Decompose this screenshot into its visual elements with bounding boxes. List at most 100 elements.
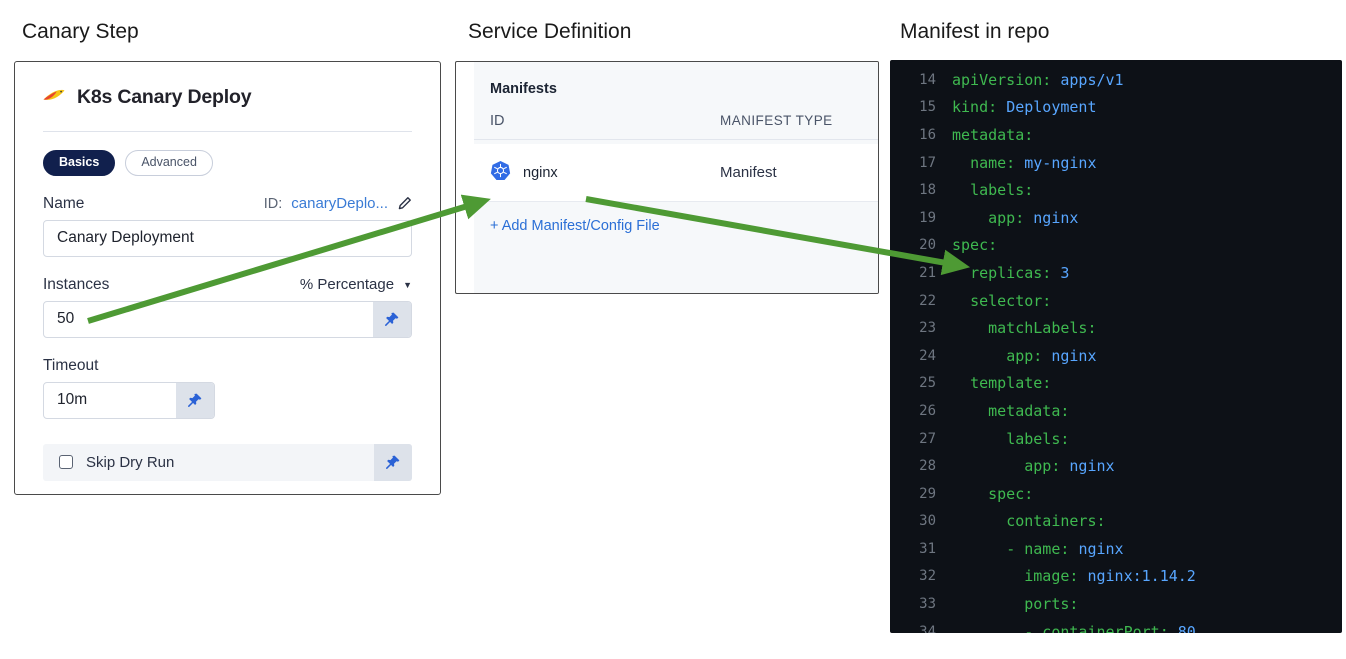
canary-step-body: Basics Advanced Name ID: canaryDeplo...	[15, 132, 440, 481]
manifest-id-cell: nginx	[490, 160, 720, 186]
instances-label-row: Instances % Percentage ▼	[43, 276, 412, 294]
caption-service-definition: Service Definition	[468, 20, 632, 43]
canary-step-card: K8s Canary Deploy Basics Advanced Name I…	[14, 61, 441, 495]
line-number: 15	[919, 99, 936, 116]
code-line: 23 matchLabels:	[890, 314, 1342, 342]
code-text: metadata:	[988, 401, 1070, 420]
code-line: 14 apiVersion: apps/v1	[890, 66, 1342, 94]
code-text: name: my-nginx	[970, 153, 1097, 172]
code-line: 30 containers:	[890, 508, 1342, 536]
pin-icon-skip-dry-run[interactable]	[374, 443, 412, 481]
skip-dry-run-label: Skip Dry Run	[86, 453, 175, 471]
code-line: 19 app: nginx	[890, 204, 1342, 232]
code-text: app: nginx	[1024, 457, 1115, 476]
manifests-table-header: ID MANIFEST TYPE	[474, 97, 878, 140]
id-prefix-label: ID:	[263, 195, 283, 212]
canary-step-title: K8s Canary Deploy	[77, 86, 252, 108]
code-text: - containerPort: 80	[1024, 622, 1196, 633]
code-text: ports:	[1024, 595, 1079, 614]
step-id-value[interactable]: canaryDeplo...	[291, 195, 388, 212]
instances-input[interactable]: 50	[43, 300, 412, 338]
manifests-panel: Manifests ID MANIFEST TYPE	[474, 62, 878, 293]
timeout-input-value: 10m	[57, 391, 88, 408]
name-input[interactable]: Canary Deployment	[43, 219, 412, 257]
line-number: 23	[919, 320, 936, 337]
code-line: 26 metadata:	[890, 397, 1342, 425]
kubernetes-icon	[490, 160, 511, 186]
column-header-id: ID	[490, 113, 505, 129]
step-id-group: ID: canaryDeplo...	[264, 195, 412, 212]
caption-canary-step: Canary Step	[22, 20, 139, 43]
line-number: 14	[919, 71, 936, 88]
pin-icon-timeout[interactable]	[176, 382, 214, 418]
table-row[interactable]: nginx Manifest	[474, 144, 878, 202]
code-line: 20 spec:	[890, 232, 1342, 260]
service-definition-card: Manifests ID MANIFEST TYPE	[455, 61, 879, 294]
code-text: kind: Deployment	[952, 98, 1097, 117]
code-text: app: nginx	[1006, 346, 1097, 365]
timeout-label: Timeout	[43, 356, 99, 374]
pencil-icon[interactable]	[397, 196, 412, 211]
code-text: spec:	[952, 236, 998, 255]
line-number: 16	[919, 126, 936, 143]
code-line: 28 app: nginx	[890, 452, 1342, 480]
canary-bird-icon	[42, 87, 66, 109]
tab-group: Basics Advanced	[43, 150, 412, 176]
code-line: 21 replicas: 3	[890, 259, 1342, 287]
skip-dry-run-checkbox[interactable]	[59, 455, 73, 469]
line-number: 21	[919, 264, 936, 281]
code-text: labels:	[970, 181, 1034, 200]
code-text: selector:	[970, 291, 1052, 310]
name-label: Name	[43, 194, 85, 212]
code-text: metadata:	[952, 125, 1034, 144]
code-text: spec:	[988, 484, 1034, 503]
pin-icon-instances[interactable]	[373, 301, 411, 337]
code-line: 27 labels:	[890, 425, 1342, 453]
code-text: replicas: 3	[970, 263, 1070, 282]
caption-manifest-in-repo: Manifest in repo	[900, 20, 1050, 43]
chevron-down-icon: ▼	[403, 279, 412, 290]
code-text: labels:	[1006, 429, 1070, 448]
instance-unit-value: % Percentage	[299, 276, 395, 293]
manifest-type-value: Manifest	[720, 164, 777, 181]
name-input-value: Canary Deployment	[57, 229, 194, 246]
add-manifest-link[interactable]: + Add Manifest/Config File	[490, 218, 660, 234]
line-number: 20	[919, 237, 936, 254]
line-number: 19	[919, 209, 936, 226]
code-line: 15 kind: Deployment	[890, 94, 1342, 122]
line-number: 32	[919, 568, 936, 585]
line-number: 22	[919, 292, 936, 309]
manifest-id-value: nginx	[523, 164, 558, 181]
tab-basics[interactable]: Basics	[43, 150, 116, 176]
header-divider	[43, 131, 412, 132]
instance-unit-dropdown[interactable]: % Percentage ▼	[300, 276, 412, 293]
line-number: 31	[919, 540, 936, 557]
line-number: 25	[919, 375, 936, 392]
line-number: 29	[919, 485, 936, 502]
code-line: 24 app: nginx	[890, 342, 1342, 370]
line-number: 28	[919, 458, 936, 475]
code-line: 34 - containerPort: 80	[890, 618, 1342, 633]
code-line: 22 selector:	[890, 287, 1342, 315]
canary-step-header: K8s Canary Deploy	[15, 62, 440, 109]
line-number: 24	[919, 347, 936, 364]
timeout-label-row: Timeout	[43, 357, 412, 375]
timeout-input[interactable]: 10m	[43, 381, 215, 419]
code-text: app: nginx	[988, 208, 1079, 227]
tab-advanced[interactable]: Advanced	[125, 150, 213, 176]
instances-input-value: 50	[57, 310, 75, 327]
code-line: 32 image: nginx:1.14.2	[890, 563, 1342, 591]
manifests-section-title: Manifests	[490, 81, 557, 97]
code-line: 31 - name: nginx	[890, 535, 1342, 563]
line-number: 30	[919, 513, 936, 530]
code-line: 18 labels:	[890, 176, 1342, 204]
code-text: - name: nginx	[1006, 539, 1124, 558]
code-line: 33 ports:	[890, 590, 1342, 618]
code-line: 25 template:	[890, 370, 1342, 398]
code-line: 29 spec:	[890, 480, 1342, 508]
code-text: apiVersion: apps/v1	[952, 70, 1124, 89]
code-text: matchLabels:	[988, 319, 1097, 338]
skip-dry-run-row[interactable]: Skip Dry Run	[43, 443, 412, 481]
